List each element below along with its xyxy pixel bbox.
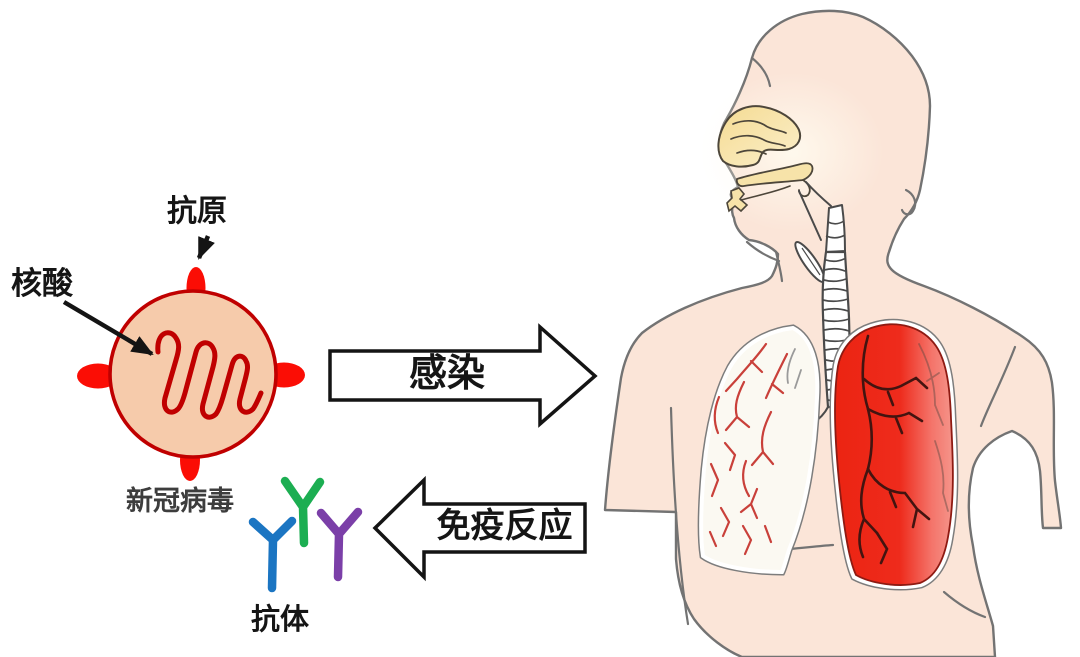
virus-rna-squiggle <box>155 330 264 420</box>
healthy-lung <box>697 324 821 576</box>
turbinate-lines <box>730 120 787 155</box>
antibody-icon-green <box>280 476 325 548</box>
infection-arrow-label: 感染 <box>408 353 485 395</box>
body-contour-lines <box>669 56 1017 626</box>
antibody-icon-purple <box>316 507 363 582</box>
immune-response-arrow-label: 免疫反应 <box>436 507 573 545</box>
nasal-cavity <box>717 105 814 213</box>
infected-lung-fill <box>834 323 954 586</box>
lips-teeth-shape <box>726 187 749 213</box>
healthy-lung-outline-gap <box>699 325 820 575</box>
antigen-pointer-arrow <box>196 235 215 260</box>
healthy-lung-gray-lines <box>786 348 802 389</box>
pharynx-lines <box>798 181 832 241</box>
virus-name-label: 新冠病毒 <box>126 486 234 516</box>
palate-shape <box>735 162 814 188</box>
infection-block-arrow <box>328 323 598 428</box>
nucleic-acid-label: 核酸 <box>11 266 73 301</box>
virus-illustration <box>77 267 305 481</box>
virus-body <box>108 289 278 459</box>
antigen-label: 抗原 <box>167 195 227 228</box>
antibody-icon-blue <box>248 516 297 593</box>
annotation-arrows <box>62 235 215 356</box>
infected-lung <box>829 318 959 591</box>
infected-lung-vessels <box>858 334 931 565</box>
infected-lung-faint-vessels <box>918 343 949 512</box>
larynx-body <box>825 204 846 253</box>
antibody-label: 抗体 <box>251 604 310 636</box>
immune-response-block-arrow <box>372 475 587 582</box>
nucleic-acid-pointer-arrow <box>62 300 154 356</box>
antibodies <box>248 476 363 593</box>
healthy-lung-vessels <box>708 342 789 556</box>
tongue-line <box>740 185 791 201</box>
human-body-illustration <box>603 9 1063 657</box>
larynx-notches <box>825 220 846 239</box>
epiglottis-inner-line <box>801 247 821 276</box>
